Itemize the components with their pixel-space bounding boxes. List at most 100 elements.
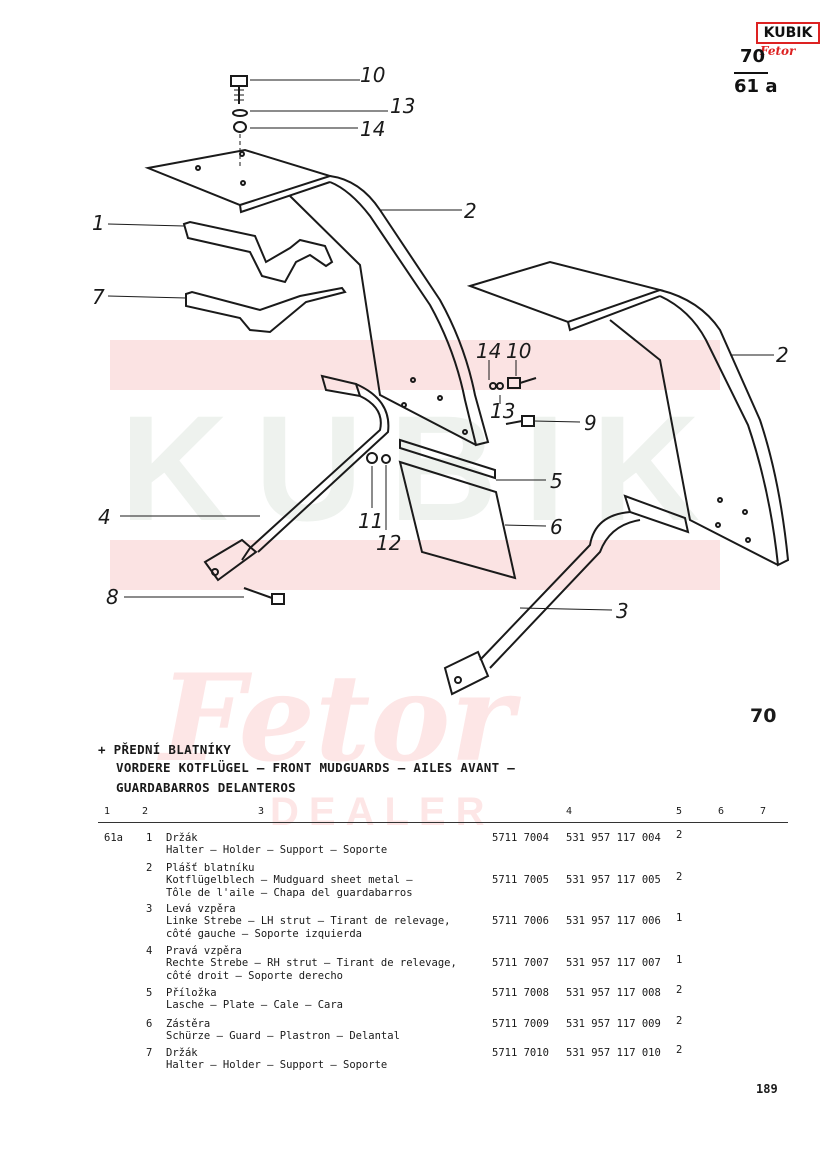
callout-12: 12 [376, 531, 401, 555]
part-description-line: Levá vzpěra [166, 903, 236, 915]
part-reference: 61a [104, 832, 123, 844]
callout-10: 10 [360, 63, 385, 87]
part-description-line: Lasche — Plate — Cale — Cara [166, 999, 344, 1012]
callout-14: 14 [360, 117, 385, 141]
part-quantity: 2 [676, 829, 683, 841]
callout-6: 6 [550, 515, 563, 539]
part-description-line: Tôle de l'aile — Chapa del guardabarros [166, 886, 413, 899]
bracket-1 [182, 220, 334, 284]
part-code: 531 957 117 007 [566, 957, 661, 969]
part-catalog-number: 5711 7007 [492, 957, 549, 969]
part-code: 531 957 117 010 [566, 1047, 661, 1059]
logo-brand: KUBIK [756, 22, 820, 44]
part-description-line: côté droit — Soporte derecho [166, 969, 344, 982]
col-header-3: 3 [258, 806, 265, 817]
part-position: 3 [146, 903, 153, 915]
part-description-line: côté gauche — Soporte izquierda [166, 927, 362, 940]
fraction-rule [734, 72, 768, 74]
part-position: 1 [146, 832, 153, 844]
page-ref: 61 a [734, 76, 778, 97]
callout-10-mid: 10 [506, 339, 531, 363]
figure-number: 70 [750, 705, 777, 727]
bolt-10-top [230, 75, 248, 104]
part-quantity: 2 [676, 1015, 683, 1027]
part-position: 6 [146, 1018, 153, 1030]
callout-numbers: 10 13 14 2 1 7 2 14 10 13 9 5 6 4 11 12 … [92, 63, 789, 623]
callout-14-mid: 14 [476, 339, 501, 363]
part-catalog-number: 5711 7008 [492, 987, 549, 999]
exploded-view-drawing: 10 13 14 2 1 7 2 14 10 13 9 5 6 4 11 12 … [92, 63, 790, 696]
part-quantity: 2 [676, 871, 683, 883]
callout-9: 9 [584, 411, 597, 435]
part-quantity: 1 [676, 912, 683, 924]
page-number: 189 [756, 1082, 778, 1096]
section-title-multilang: VORDERE KOTFLÜGEL — FRONT MUDGUARDS — AI… [116, 760, 516, 775]
part-code: 531 957 117 009 [566, 1018, 661, 1030]
part-description-line: Halter — Holder — Support — Soporte [166, 1059, 388, 1072]
mudguard-right [466, 260, 790, 567]
part-description-line: Příložka [166, 987, 217, 999]
part-quantity: 2 [676, 984, 683, 996]
part-quantity: 1 [676, 954, 683, 966]
part-description-line: Kotflügelblech — Mudguard sheet metal — [166, 874, 413, 887]
washer-13-top [232, 109, 248, 117]
callout-7: 7 [92, 285, 105, 309]
part-description-line: Linke Strebe — LH strut — Tirant de rele… [166, 915, 451, 928]
part-description-line: Držák [166, 832, 198, 844]
part-description-line: Držák [166, 1047, 198, 1059]
part-description-line: Zástěra [166, 1018, 211, 1030]
callout-13: 13 [390, 94, 415, 118]
callout-8: 8 [106, 585, 119, 609]
part-catalog-number: 5711 7006 [492, 915, 549, 927]
bracket-7 [185, 286, 347, 334]
part-description-line: Plášť blatníku [166, 862, 255, 874]
callout-1: 1 [92, 211, 105, 235]
part-description-line: Schürze — Guard — Plastron — Delantal [166, 1030, 400, 1043]
logo-sub: Fetor [760, 44, 796, 58]
strut-4 [203, 374, 390, 582]
col-header-5: 5 [676, 806, 683, 817]
callout-2-left: 2 [464, 199, 477, 223]
part-code: 531 957 117 008 [566, 987, 661, 999]
part-position: 2 [146, 862, 153, 874]
mudguard-left [144, 148, 490, 447]
part-catalog-number: 5711 7004 [492, 832, 549, 844]
section-title-es: GUARDABARROS DELANTEROS [116, 780, 296, 795]
part-code: 531 957 117 005 [566, 874, 661, 886]
callout-3: 3 [616, 599, 629, 623]
part-position: 4 [146, 945, 153, 957]
part-code: 531 957 117 006 [566, 915, 661, 927]
col-header-1: 1 [104, 806, 111, 817]
part-catalog-number: 5711 7010 [492, 1047, 549, 1059]
callout-13-mid: 13 [490, 399, 515, 423]
header-rule [98, 822, 788, 823]
kubik-logo: KUBIK Fetor [756, 16, 820, 60]
part-position: 5 [146, 987, 153, 999]
strut-3 [443, 494, 690, 696]
part-catalog-number: 5711 7005 [492, 874, 549, 886]
guard-6 [398, 460, 517, 580]
col-header-7: 7 [760, 806, 767, 817]
part-description-line: Pravá vzpěra [166, 945, 242, 957]
part-catalog-number: 5711 7009 [492, 1018, 549, 1030]
part-description-line: Rechte Strebe — RH strut — Tirant de rel… [166, 957, 457, 970]
part-position: 7 [146, 1047, 153, 1059]
callout-11: 11 [358, 509, 383, 533]
nut-14-top [233, 121, 247, 133]
group-number: 70 [740, 46, 766, 67]
part-code: 531 957 117 004 [566, 832, 661, 844]
part-description-line: Halter — Holder — Support — Soporte [166, 844, 388, 857]
part-quantity: 2 [676, 1044, 683, 1056]
svg-text:DEALER: DEALER [270, 790, 494, 834]
section-title-cz: + PŘEDNÍ BLATNÍKY [98, 742, 232, 757]
plate-5 [399, 438, 496, 480]
callout-2-right: 2 [776, 343, 789, 367]
callout-5: 5 [550, 469, 563, 493]
col-header-4: 4 [566, 806, 573, 817]
